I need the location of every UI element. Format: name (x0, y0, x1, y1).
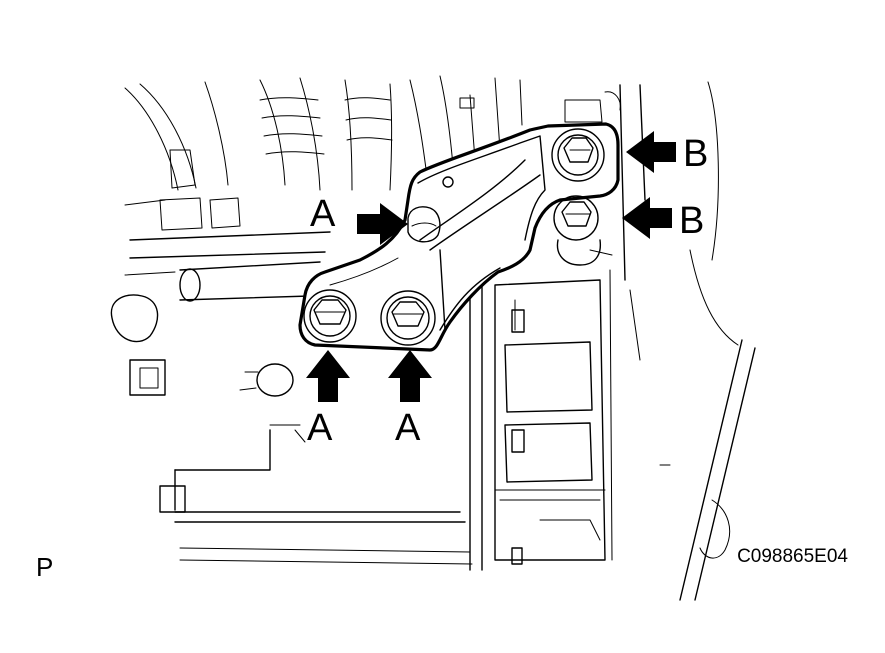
figure-code: C098865E04 (737, 546, 848, 567)
arrow-icon (626, 131, 676, 173)
arrow-icon (357, 203, 408, 245)
callout-b-lower: B (679, 200, 704, 242)
callout-b-upper: B (683, 133, 708, 175)
mounting-bracket (298, 122, 620, 352)
bolt-a-left (303, 289, 357, 343)
callout-a-top: A (310, 193, 336, 235)
bolt-b-upper (551, 128, 605, 182)
callout-arrows (306, 131, 676, 402)
callout-labels: A A A B B (307, 133, 708, 449)
callout-a-right: A (395, 407, 421, 449)
bolt-a-right (380, 290, 436, 346)
arrow-icon (388, 350, 432, 402)
bolt-b-lower (553, 195, 599, 241)
arrow-icon (622, 197, 672, 239)
callout-a-left: A (307, 407, 333, 449)
view-code: P (36, 552, 53, 582)
arrow-icon (306, 350, 350, 402)
engine-background (110, 75, 756, 601)
